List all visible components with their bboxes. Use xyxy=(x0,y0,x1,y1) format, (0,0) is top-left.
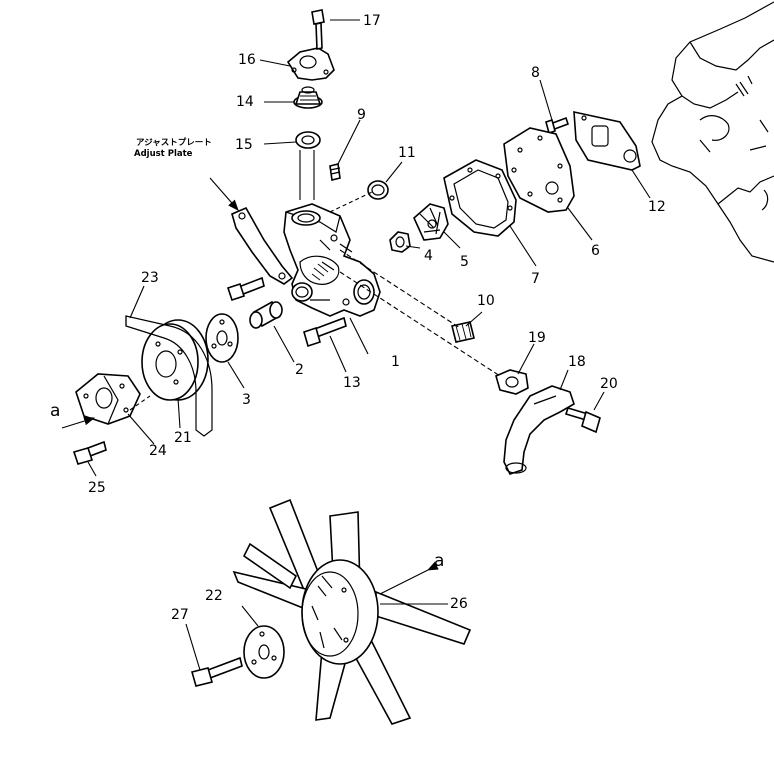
part-label-8: 8 xyxy=(531,65,540,81)
seal-4 xyxy=(389,231,411,253)
gasket-19 xyxy=(495,369,529,395)
bolt-13 xyxy=(303,316,347,348)
gasket-12 xyxy=(573,110,641,171)
part-label-7: 7 xyxy=(531,271,540,287)
bolt-adjust xyxy=(226,276,265,302)
impeller-5 xyxy=(413,203,449,241)
pulley-21 xyxy=(141,319,209,401)
adjust-plate xyxy=(231,206,294,285)
bolt-20 xyxy=(564,407,601,434)
spacer-2 xyxy=(249,300,283,329)
part-label-6: 6 xyxy=(591,243,600,259)
part-label-26: 26 xyxy=(450,596,468,612)
part-label-27: 27 xyxy=(171,607,189,623)
flange-3 xyxy=(205,313,239,363)
view-ref-label-right: a xyxy=(434,551,444,571)
part-label-21: 21 xyxy=(174,430,192,446)
part-label-20: 20 xyxy=(600,376,618,392)
part-label-9: 9 xyxy=(357,107,366,123)
part-label-18: 18 xyxy=(568,354,586,370)
part-label-4: 4 xyxy=(424,248,433,264)
cover-plate-6 xyxy=(503,127,575,213)
water-pump-body-1 xyxy=(283,203,381,317)
plug-9 xyxy=(329,163,341,181)
leader-lines xyxy=(87,19,651,671)
part-label-12: 12 xyxy=(648,199,666,215)
bolt-17 xyxy=(311,9,325,50)
bolt-27 xyxy=(191,656,243,687)
guide-line-thermostat xyxy=(299,150,315,200)
part-label-13: 13 xyxy=(343,375,361,391)
o-ring-11 xyxy=(367,180,389,200)
elbow-pipe-18 xyxy=(503,385,575,475)
part-label-5: 5 xyxy=(460,254,469,270)
part-label-14: 14 xyxy=(236,94,254,110)
part-label-25: 25 xyxy=(88,480,106,496)
thermostat-housing-16 xyxy=(286,47,335,81)
seal-15 xyxy=(295,131,321,149)
bolt-8 xyxy=(545,116,570,135)
gasket-7 xyxy=(443,159,517,237)
plate-22 xyxy=(243,625,285,679)
view-ref-label-left: a xyxy=(50,401,60,421)
engine-block-outline xyxy=(651,1,774,263)
part-label-1: 1 xyxy=(391,354,400,370)
part-label-23: 23 xyxy=(141,270,159,286)
part-label-3: 3 xyxy=(242,392,251,408)
part-number-labels: 1 2 3 4 5 6 7 8 9 10 11 12 13 14 15 16 1… xyxy=(50,13,666,623)
adjust-plate-label-jp: アジャストプレート xyxy=(136,137,212,148)
part-label-15: 15 xyxy=(235,137,253,153)
part-label-11: 11 xyxy=(398,145,416,161)
part-label-22: 22 xyxy=(205,588,223,604)
fan-26 xyxy=(232,498,472,725)
bolt-25 xyxy=(72,440,107,465)
thermostat-14 xyxy=(293,86,323,109)
part-label-16: 16 xyxy=(238,52,256,68)
adjust-plate-label-en: Adjust Plate xyxy=(134,149,193,159)
part-label-24: 24 xyxy=(149,443,167,459)
view-arrow-left xyxy=(61,416,96,429)
view-arrow-right xyxy=(379,561,439,595)
belt-23 xyxy=(125,315,213,437)
part-label-10: 10 xyxy=(477,293,495,309)
part-label-2: 2 xyxy=(295,362,304,378)
part-label-19: 19 xyxy=(528,330,546,346)
part-label-17: 17 xyxy=(363,13,381,29)
